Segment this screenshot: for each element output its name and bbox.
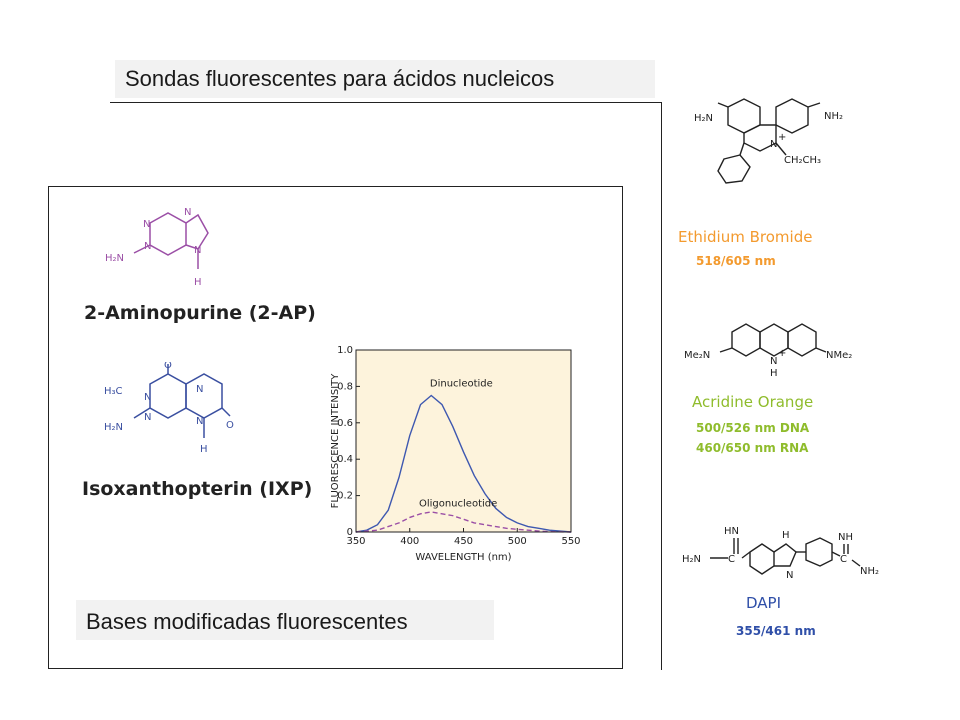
chart-axes-frame (355, 349, 572, 533)
svg-text:N: N (144, 412, 151, 423)
chart-plot-background (356, 350, 571, 532)
svg-text:NMe₂: NMe₂ (826, 350, 852, 361)
aminopurine-label: 2-Aminopurine (2-AP) (84, 302, 316, 324)
svg-text:N: N (786, 570, 793, 581)
svg-text:C: C (840, 554, 847, 565)
slide-title: Sondas fluorescentes para ácidos nucleic… (125, 66, 555, 91)
svg-text:H: H (194, 277, 202, 288)
chart-y-tick-label: 0 (347, 527, 353, 538)
svg-text:N: N (144, 241, 151, 252)
chart-x-tick-label: 400 (400, 536, 419, 547)
chart-y-axis-label: FLUORESCENCE INTENSITY (330, 373, 341, 509)
chart-y-tick-label: 1.0 (337, 345, 353, 356)
dapi-label: DAPI (746, 594, 782, 612)
svg-text:N: N (196, 384, 203, 395)
svg-text:NH: NH (838, 532, 853, 543)
bases-panel (48, 186, 623, 669)
svg-text:N: N (194, 245, 201, 256)
bases-caption-background (76, 600, 494, 640)
svg-text:NH₂: NH₂ (824, 111, 843, 122)
svg-text:N: N (184, 207, 191, 218)
divider-line (661, 102, 662, 670)
chart-x-tick-label: 550 (561, 536, 580, 547)
svg-text:H: H (200, 444, 208, 455)
svg-text:H: H (770, 368, 778, 378)
svg-text:N: N (770, 139, 777, 150)
acridine-structure: Me₂N NMe₂ N+ H (684, 323, 852, 378)
slide-title-background (115, 60, 655, 98)
chart-x-axis-label: WAVELENGTH (nm) (415, 552, 511, 563)
svg-text:H: H (782, 530, 790, 541)
ethidium-label: Ethidium Bromide (678, 228, 813, 246)
chart-series-line-0 (355, 394, 572, 533)
bases-caption: Bases modificadas fluorescentes (86, 609, 408, 634)
svg-text:H₃C: H₃C (104, 386, 123, 397)
svg-text:H₂N: H₂N (682, 554, 701, 565)
svg-text:H₂N: H₂N (105, 253, 124, 264)
svg-text:Me₂N: Me₂N (684, 350, 710, 361)
chart-x-tick-label: 500 (508, 536, 527, 547)
svg-text:HN: HN (724, 526, 739, 537)
chart-x-tick-label: 350 (346, 536, 365, 547)
svg-text:O: O (164, 362, 172, 371)
chart-y-tick-label: 0.8 (337, 381, 353, 392)
svg-text:+: + (778, 132, 786, 143)
chart-y-tick-label: 0.4 (337, 454, 353, 465)
svg-text:N: N (143, 219, 150, 230)
svg-text:C: C (728, 554, 735, 565)
svg-text:H₂N: H₂N (694, 113, 713, 124)
aminopurine-structure: NN NN H₂N H (105, 207, 209, 288)
dapi-structure: H₂N C HN N H C NH NH₂ (682, 526, 879, 581)
ethidium-wavelengths: 518/605 nm (696, 254, 776, 268)
fluorescence-chart: 350 400 450 500 550 0 0.2 0.4 0.6 0.8 1.0 WAVELENG… (330, 345, 581, 563)
svg-text:O: O (226, 420, 234, 431)
isoxanthopterin-label: Isoxanthopterin (IXP) (82, 478, 313, 500)
acridine-rna-wavelengths: 460/650 nm RNA (696, 441, 809, 455)
series-label-oligonucleotide: Oligonucleotide (419, 499, 497, 510)
series-label-dinucleotide: Dinucleotide (430, 378, 493, 389)
svg-text:H₂N: H₂N (104, 422, 123, 433)
svg-text:N: N (144, 392, 151, 403)
chart-y-tick-label: 0.6 (337, 418, 353, 429)
title-underline (110, 102, 662, 103)
dapi-wavelengths: 355/461 nm (736, 624, 816, 638)
svg-text:+: + (778, 348, 786, 359)
chart-series-line-1 (355, 511, 572, 533)
svg-text:NH₂: NH₂ (860, 566, 879, 577)
acridine-dna-wavelengths: 500/526 nm DNA (696, 421, 810, 435)
ethidium-structure: H₂N NH₂ N+ CH₂CH₃ (694, 98, 843, 184)
chart-y-tick-label: 0.2 (337, 491, 353, 502)
svg-text:N: N (196, 416, 203, 427)
svg-text:CH₂CH₃: CH₂CH₃ (784, 155, 821, 166)
acridine-label: Acridine Orange (692, 393, 814, 411)
chart-x-tick-label: 450 (454, 536, 473, 547)
svg-text:N: N (770, 356, 777, 367)
